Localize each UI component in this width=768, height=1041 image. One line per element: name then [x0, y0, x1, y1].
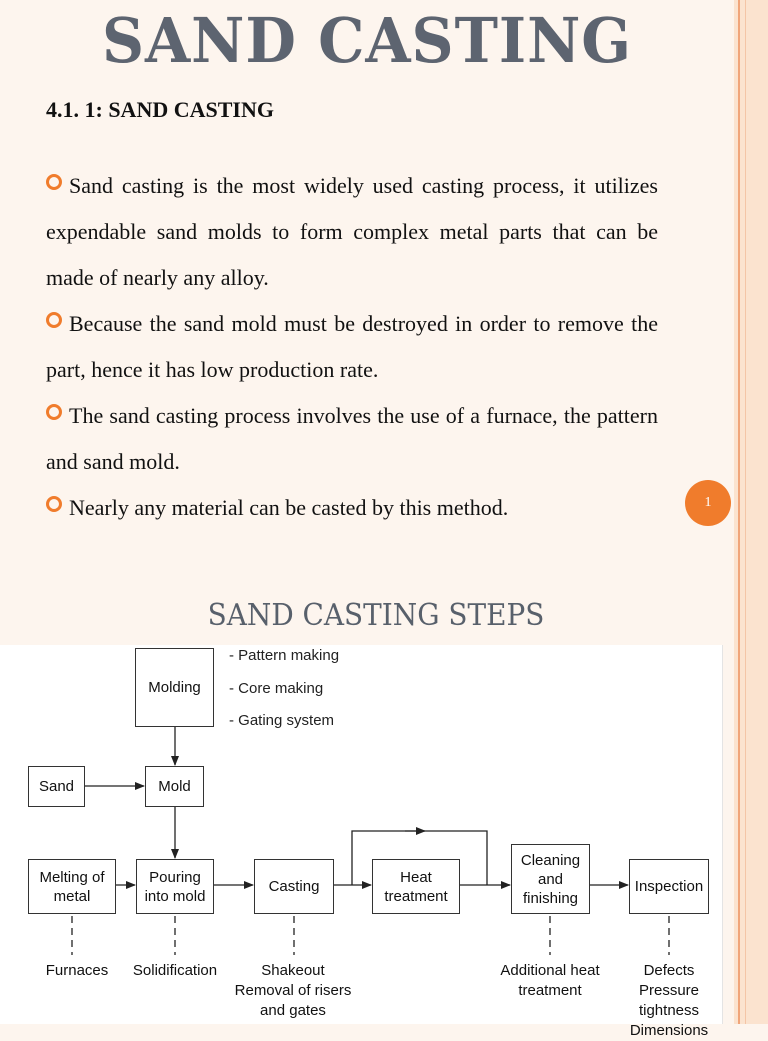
- outcome-cleaning: Additional heat treatment: [500, 962, 600, 999]
- bullet-circle-icon: [46, 312, 62, 328]
- diagram-title: SAND CASTING STEPS: [207, 598, 545, 633]
- bullet-circle-icon: [46, 496, 62, 512]
- outcome-solidification: Solidification: [132, 962, 218, 979]
- outcome-inspection: Defects Pressure tightness Dimensions: [629, 962, 709, 1039]
- box-pouring-into-mold: Pouring into mold: [136, 859, 214, 914]
- box-cleaning-and-finishing: Cleaning and finishing: [511, 844, 590, 914]
- box-casting: Casting: [254, 859, 334, 914]
- decorative-border-line-thin: [745, 0, 746, 1024]
- bullet-circle-icon: [46, 404, 62, 420]
- section-heading: 4.1. 1: SAND CASTING: [46, 97, 274, 122]
- box-heat-treatment: Heat treatment: [372, 859, 460, 914]
- slide-title: SAND CASTING: [101, 4, 633, 77]
- diagram-canvas-edge: [722, 645, 723, 1024]
- bullet-item: Because the sand mold must be destroyed …: [46, 301, 658, 393]
- molding-note: - Gating system: [229, 712, 335, 729]
- bullet-item: Nearly any material can be casted by thi…: [46, 485, 658, 531]
- box-inspection: Inspection: [629, 859, 709, 914]
- box-sand: Sand: [28, 766, 85, 807]
- outcome-furnaces: Furnaces: [45, 962, 109, 979]
- bullet-text: The sand casting process involves the us…: [46, 403, 658, 474]
- page-number-badge: 1: [685, 480, 731, 526]
- bullet-circle-icon: [46, 174, 62, 190]
- bullet-item: The sand casting process involves the us…: [46, 393, 658, 485]
- bullet-item: Sand casting is the most widely used cas…: [46, 163, 658, 301]
- bullet-text: Because the sand mold must be destroyed …: [46, 311, 658, 382]
- bullet-text: Sand casting is the most widely used cas…: [46, 173, 658, 290]
- box-molding: Molding: [135, 648, 214, 727]
- bullet-list: Sand casting is the most widely used cas…: [46, 163, 658, 531]
- bullet-text: Nearly any material can be casted by thi…: [69, 495, 509, 520]
- box-melting-of-metal: Melting of metal: [28, 859, 116, 914]
- decorative-border-line: [738, 0, 740, 1024]
- box-mold: Mold: [145, 766, 204, 807]
- outcome-casting: Shakeout Removal of risers and gates: [234, 962, 352, 1019]
- molding-note: - Core making: [229, 680, 324, 697]
- molding-note: - Pattern making: [229, 647, 340, 664]
